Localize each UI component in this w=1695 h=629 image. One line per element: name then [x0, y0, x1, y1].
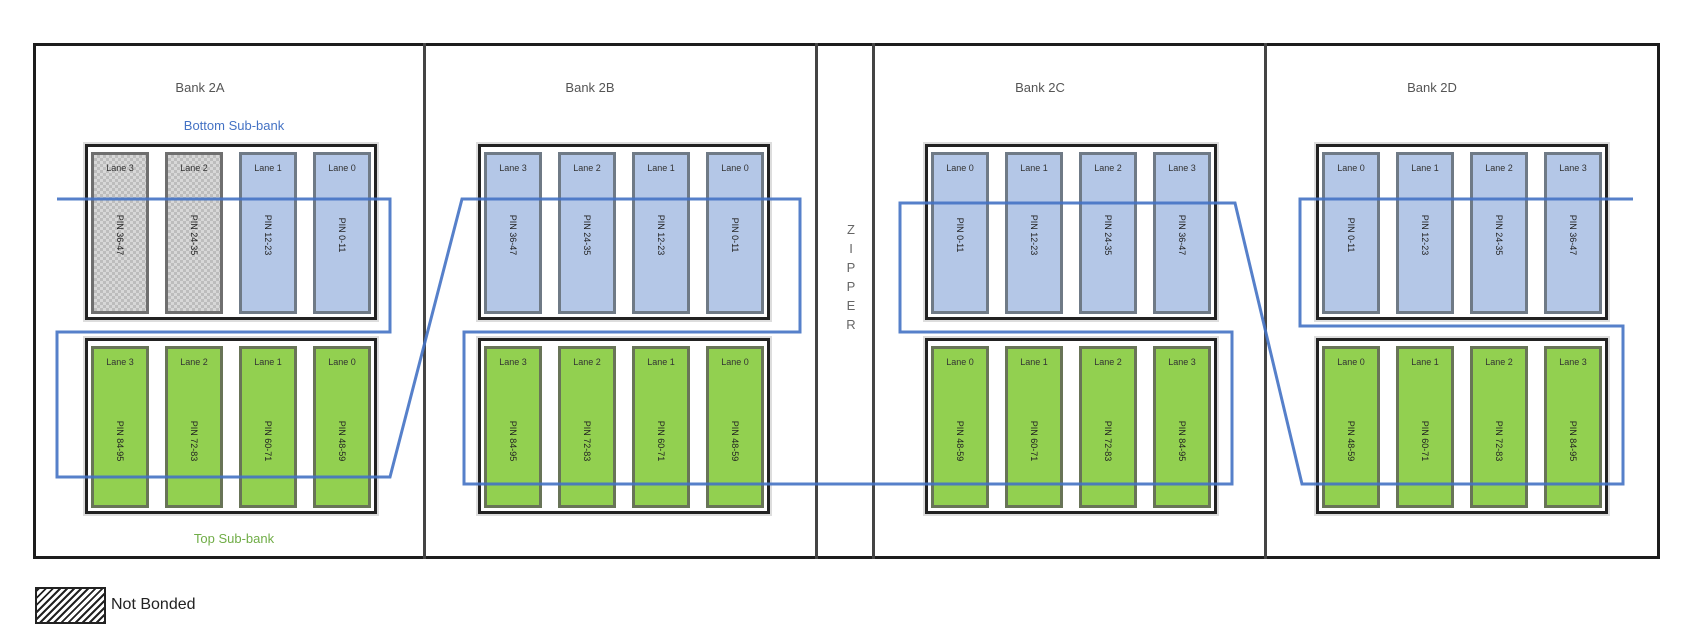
lane-label: Lane 3 — [1559, 357, 1587, 367]
lane-label: Lane 3 — [1168, 163, 1196, 173]
lane-label: Lane 2 — [573, 163, 601, 173]
route-2a — [55, 197, 1633, 486]
lane-label: Lane 1 — [1020, 163, 1048, 173]
lane-label: Lane 1 — [254, 163, 282, 173]
lane-label: Lane 2 — [180, 357, 208, 367]
lane-label: Lane 0 — [946, 163, 974, 173]
lane-label: Lane 3 — [499, 357, 527, 367]
lane-label: Lane 0 — [721, 163, 749, 173]
lane-label: Lane 1 — [1020, 357, 1048, 367]
lane-label: Lane 1 — [1411, 357, 1439, 367]
divider-zipper-right — [872, 43, 875, 559]
lane-label: Lane 0 — [1337, 357, 1365, 367]
lane-label: Lane 0 — [328, 163, 356, 173]
lane-label: Lane 2 — [1094, 163, 1122, 173]
lane-label: Lane 3 — [1168, 357, 1196, 367]
lane-label: Lane 0 — [328, 357, 356, 367]
lane-label: Lane 3 — [1559, 163, 1587, 173]
top-sub-bank-label: Top Sub-bank — [193, 531, 275, 546]
lane-label: Lane 0 — [1337, 163, 1365, 173]
bank-title: Bank 2B — [565, 80, 615, 95]
lane-label: Lane 3 — [106, 357, 134, 367]
lane-label: Lane 2 — [1485, 163, 1513, 173]
divider-2c-2d — [1264, 43, 1267, 559]
lane-label: Lane 3 — [106, 163, 134, 173]
zipper-letter: Z — [847, 222, 855, 237]
zipper-letter: P — [846, 260, 856, 275]
bank-title: Bank 2C — [1015, 80, 1065, 95]
bank-title: Bank 2D — [1407, 80, 1457, 95]
zipper-letter: P — [846, 279, 856, 294]
lane-label: Lane 2 — [180, 163, 208, 173]
not-bonded-swatch — [35, 587, 106, 624]
zipper-letter: R — [846, 317, 856, 332]
lane-label: Lane 1 — [1411, 163, 1439, 173]
not-bonded-label: Not Bonded — [111, 596, 196, 613]
divider-2a-2b — [423, 43, 426, 559]
lane-label: Lane 2 — [573, 357, 601, 367]
bank-title: Bank 2A — [175, 80, 225, 95]
bottom-sub-bank-label: Bottom Sub-bank — [183, 118, 285, 133]
lane-label: Lane 2 — [1485, 357, 1513, 367]
zipper-letter: E — [846, 298, 856, 313]
lane-label: Lane 2 — [1094, 357, 1122, 367]
bank-2-frame — [33, 43, 1660, 559]
lane-label: Lane 0 — [946, 357, 974, 367]
lane-label: Lane 1 — [647, 163, 675, 173]
lane-label: Lane 1 — [647, 357, 675, 367]
lane-label: Lane 3 — [499, 163, 527, 173]
zipper-letter: I — [849, 241, 853, 256]
lane-label: Lane 1 — [254, 357, 282, 367]
divider-zipper-left — [815, 43, 818, 559]
lane-label: Lane 0 — [721, 357, 749, 367]
